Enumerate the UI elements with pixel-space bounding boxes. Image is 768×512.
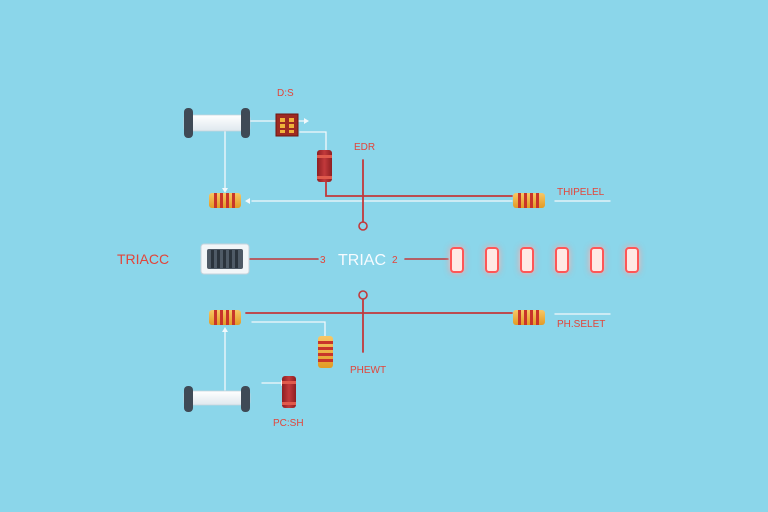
led-lamp-icon: [450, 232, 464, 288]
wire-capacitor-to-bus: [325, 181, 513, 197]
triac-chip-icon: [200, 243, 250, 275]
led-lamp-icon: [485, 232, 499, 288]
capacitor-icon: [317, 150, 332, 182]
wire-ds-to-capacitor: [299, 131, 327, 151]
label-pin-2: 2: [392, 255, 398, 266]
rail-bar-icon: [183, 108, 251, 138]
resistor-icon: [513, 193, 545, 208]
led-lamp-icon: [590, 232, 604, 288]
label-triacc: TRIACC: [117, 251, 169, 267]
label-phewt: PHEWT: [350, 365, 386, 376]
junction-node-icon: [358, 221, 368, 231]
rail-bar-icon: [183, 386, 251, 412]
led-lamp-icon: [520, 232, 534, 288]
wire-lower-loop: [224, 321, 326, 391]
led-row: [450, 232, 639, 288]
label-ds: D:S: [277, 88, 294, 99]
resistor-icon: [513, 310, 545, 325]
label-edr: EDR: [354, 142, 375, 153]
resistor-icon: [209, 193, 241, 208]
led-lamp-icon: [625, 232, 639, 288]
arrow-head: [222, 188, 228, 193]
resistor-icon: [318, 336, 333, 368]
label-ph-selet: PH.SELET: [557, 319, 605, 330]
led-lamp-icon: [555, 232, 569, 288]
label-thipelel: THIPELEL: [557, 187, 605, 198]
label-triac-center: TRIAC: [338, 252, 386, 269]
label-pin-3: 3: [320, 255, 326, 266]
junction-node-icon: [358, 290, 368, 300]
resistor-icon: [209, 310, 241, 325]
label-pcsh: PC:SH: [273, 418, 304, 429]
ds-component-icon: [275, 113, 299, 137]
wires: [222, 118, 611, 391]
arrow-head: [304, 118, 309, 124]
arrow-head: [245, 198, 250, 204]
capacitor-icon: [282, 376, 296, 408]
arrow-head: [222, 327, 228, 332]
